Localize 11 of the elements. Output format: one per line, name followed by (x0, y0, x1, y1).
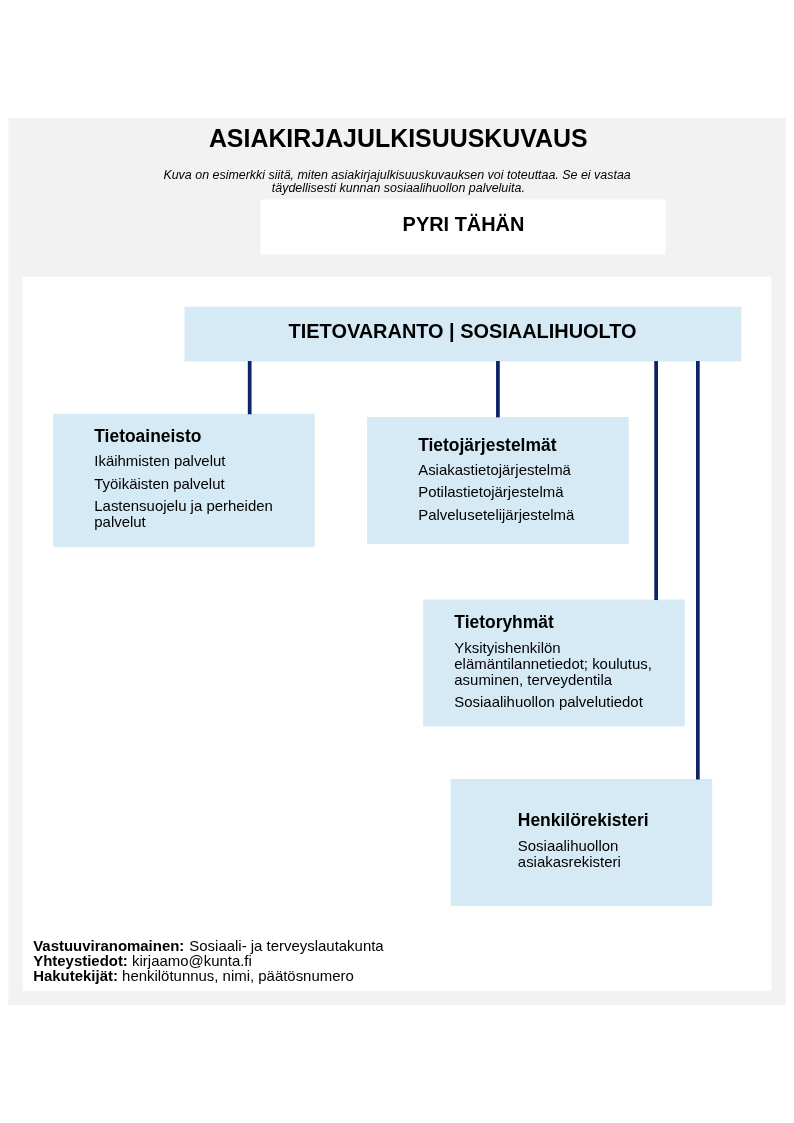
node-box: Tietojärjestelmät Asiakastietojärjestelmä Potilastietojärjestelmä Palvelusetelijärjestelmä (367, 417, 629, 545)
node-box: TIETOVARANTO | SOSIAALIHUOLTO (184, 306, 742, 362)
caption: Kuva on esimerkki siitä, miten asiakirjajulkisuuskuvauksen voi toteuttaa. Se ei vastaa täydellisesti kunnan sosiaalihuollon palveluita. (163, 168, 631, 195)
diagram-title: ASIAKIRJAJULKISUUSKUVAUS (208, 123, 588, 152)
connector (654, 361, 658, 601)
node-box: Tietoryhmät Yksityishenkilön elämäntilannetiedot; koulutus, asuminen, terveydentila Sosiaalihuollon palvelutiedot (423, 599, 685, 727)
connector (496, 361, 500, 418)
connector (247, 361, 252, 415)
connector (696, 361, 700, 780)
node-box: Tietoaineisto Ikäihmisten palvelut Työikäisten palvelut Lastensuojelu ja perheiden palvelut (53, 413, 315, 548)
node-box: Henkilörekisteri Sosiaalihuollon asiakasrekisteri (450, 778, 713, 906)
